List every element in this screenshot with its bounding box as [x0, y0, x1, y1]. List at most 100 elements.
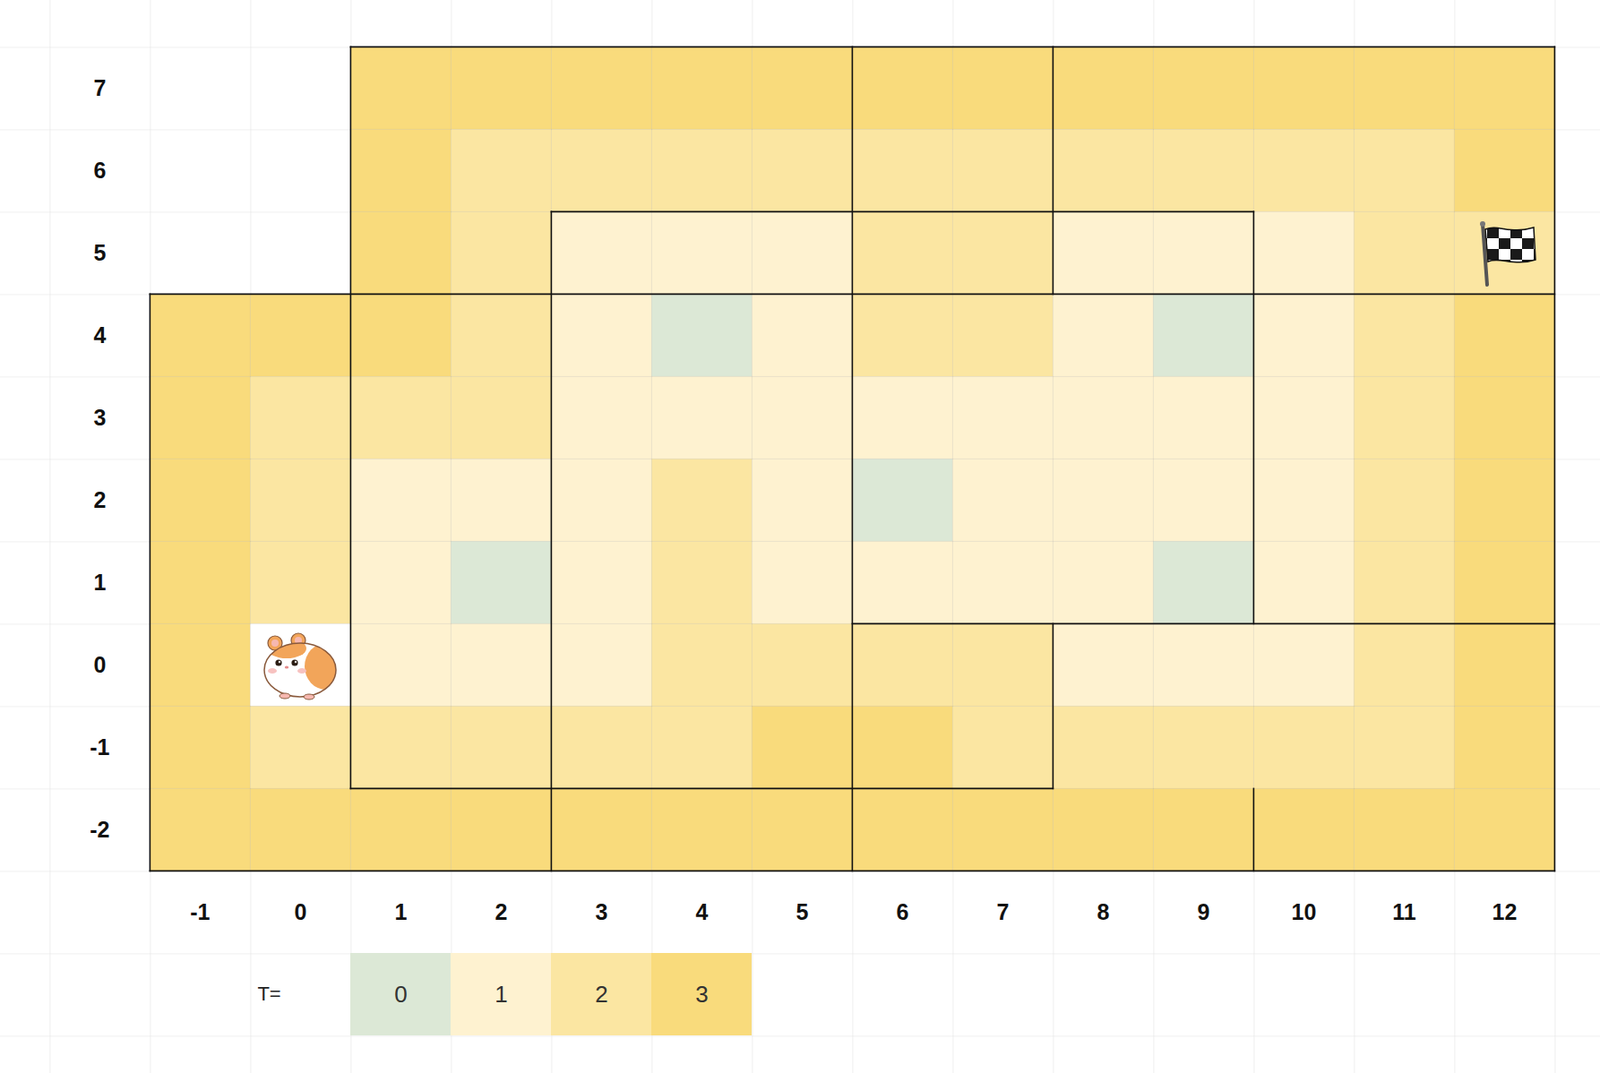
map-cell: [249, 293, 351, 377]
map-cell: [149, 376, 250, 459]
map-cell: [1353, 541, 1454, 624]
map-cell: [1353, 211, 1454, 294]
legend-value: 1: [494, 980, 508, 1009]
map-cell: [1353, 293, 1454, 377]
legend-swatch: 0: [350, 953, 451, 1036]
map-cell: [350, 705, 451, 789]
row-label: 1: [93, 569, 106, 596]
map-cell: [952, 705, 1053, 789]
row-label-cell: -1: [49, 705, 150, 789]
map-cell: [1052, 211, 1153, 294]
map-cell: [851, 788, 953, 871]
map-cell: [450, 623, 551, 706]
row-label: 3: [93, 404, 106, 431]
legend-title-cell: T=: [249, 953, 351, 1036]
map-cell: [651, 46, 752, 130]
map-cell: [751, 211, 852, 294]
map-cell: [550, 458, 652, 542]
map-cell: [550, 705, 652, 789]
map-cell: [1253, 705, 1354, 789]
row-label-cell: 4: [49, 293, 150, 377]
map-cell: [1253, 458, 1354, 542]
column-label-cell: 1: [350, 870, 451, 954]
map-cell: [1253, 623, 1354, 706]
map-cell: [1453, 129, 1555, 212]
map-cell: [651, 458, 752, 542]
column-label: 10: [1290, 899, 1317, 926]
map-cell: [450, 541, 551, 624]
row-label-cell: 0: [49, 623, 150, 706]
region-wall: [550, 211, 553, 871]
map-cell: [851, 211, 953, 294]
map-cell: [149, 541, 250, 624]
map-cell: [1353, 376, 1454, 459]
map-cell: [952, 458, 1053, 542]
map-cell: [1152, 623, 1254, 706]
map-cell: [851, 293, 953, 377]
map-cell: [952, 623, 1053, 706]
map-cell: [952, 46, 1053, 130]
row-label: -1: [89, 734, 110, 761]
map-cell: [149, 623, 250, 706]
map-cell: [350, 376, 451, 459]
map-cell: [1453, 376, 1555, 459]
map-cell: [450, 376, 551, 459]
column-label-cell: 8: [1052, 870, 1153, 954]
region-wall: [1253, 211, 1256, 624]
map-cell: [450, 293, 551, 377]
row-label: 2: [93, 487, 106, 514]
region-wall: [550, 211, 1254, 214]
map-cell: [751, 541, 852, 624]
region-wall: [1253, 788, 1256, 871]
map-cell: [1453, 211, 1555, 294]
map-cell: [1152, 788, 1254, 871]
map-cell: [450, 46, 551, 130]
map-cell: [249, 623, 351, 706]
map-cell: [1353, 705, 1454, 789]
map-cell: [651, 788, 752, 871]
column-label-cell: 12: [1453, 870, 1555, 954]
hamster-icon: [264, 633, 348, 700]
column-label: 6: [895, 899, 909, 926]
map-cell: [1052, 46, 1153, 130]
column-label: -1: [189, 899, 210, 926]
legend-swatch: 2: [550, 953, 652, 1036]
row-label-cell: 6: [49, 129, 150, 212]
map-cell: [550, 211, 652, 294]
map-cell: [1152, 458, 1254, 542]
region-wall: [149, 870, 1555, 873]
column-label-cell: 0: [249, 870, 351, 954]
map-cell: [952, 211, 1053, 294]
legend-swatch: 3: [651, 953, 752, 1036]
map-cell: [651, 376, 752, 459]
map-cell: [350, 623, 451, 706]
region-wall: [350, 788, 1053, 791]
map-cell: [1152, 129, 1254, 212]
map-cell: [1353, 623, 1454, 706]
map-cell: [952, 293, 1053, 377]
map-cell: [751, 705, 852, 789]
map-cell: [249, 788, 351, 871]
map-cell: [751, 623, 852, 706]
column-label: 0: [293, 899, 307, 926]
legend-value: 3: [695, 980, 708, 1009]
map-cell: [1353, 46, 1454, 130]
map-cell: [450, 788, 551, 871]
map-cell: [149, 788, 250, 871]
column-label-cell: 2: [450, 870, 551, 954]
map-cell: [651, 705, 752, 789]
column-label-cell: 9: [1152, 870, 1254, 954]
map-cell: [1152, 541, 1254, 624]
map-cell: [651, 623, 752, 706]
column-label: 5: [795, 899, 809, 926]
region-wall: [350, 46, 353, 789]
column-label: 9: [1196, 899, 1210, 926]
row-label: 7: [93, 75, 106, 102]
map-cell: [1052, 458, 1153, 542]
map-cell: [1453, 623, 1555, 706]
map-cell: [350, 293, 451, 377]
row-label: 5: [93, 240, 106, 267]
map-cell: [851, 129, 953, 212]
map-cell: [751, 293, 852, 377]
map-cell: [1152, 211, 1254, 294]
